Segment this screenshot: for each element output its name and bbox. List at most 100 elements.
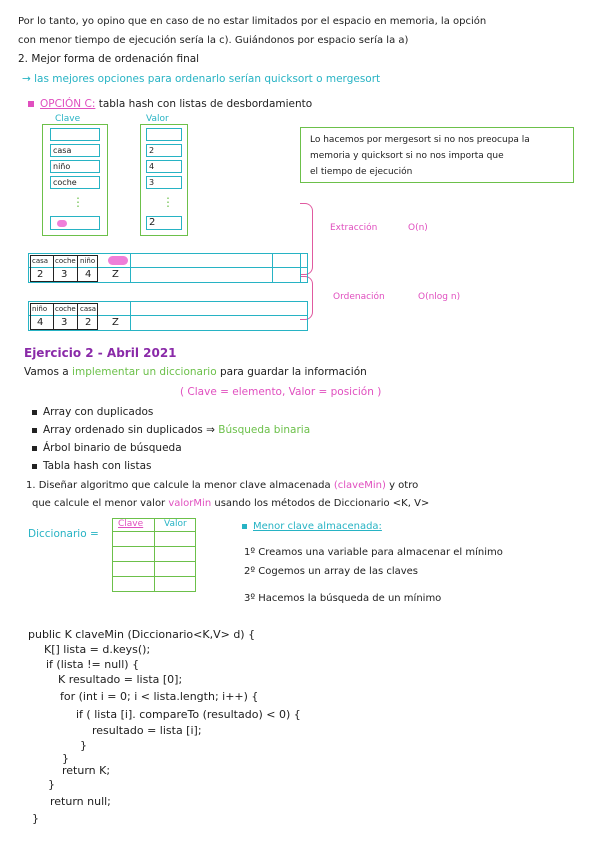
t1-pink-marker-icon [108,256,128,265]
pink-marker-icon [57,220,67,227]
note-line-1: Lo hacemos por mergesort si no nos preoc… [310,135,530,145]
code-line-13: } [32,812,39,825]
bullet-4: Tabla hash con listas [32,460,152,473]
col-clave: Clave [55,114,81,124]
table-2-inner-vline-1 [53,303,54,330]
table-2-divider [28,315,308,317]
ejercicio-line-1: Vamos a implementar un diccionario para … [24,366,367,379]
dicc-hline-4 [112,576,196,578]
code-line-2: K[] lista = d.keys(); [44,643,151,656]
question-1-line-1: 1. Diseñar algoritmo que calcule la meno… [26,479,418,492]
dicc-col-clave: Clave [118,519,144,529]
t1-h-0: casa [32,257,49,265]
table-1-vline-c [300,253,302,283]
pink-bullet-icon [28,101,34,107]
valor-cell-2: 4 [146,160,182,173]
t2-v-2: 2 [85,317,92,328]
steps-title-text: Menor clave almacenada: [253,521,382,532]
ordenacion-complexity: O(nlog n) [418,292,461,302]
code-line-9: } [62,752,69,765]
bullet-2: Array ordenado sin duplicados ⇒ Búsqueda… [32,424,310,437]
clave-key-coche: coche [53,178,77,187]
extraccion-complexity: O(n) [408,223,428,233]
formula-b: Valor = posición ) [288,386,382,398]
table-1-divider [28,267,308,269]
t2-v-3: Z [112,317,119,328]
code-line-11: } [48,778,55,791]
ordenacion-bracket [300,276,313,320]
cyan-bullet-icon [242,523,247,529]
code-line-12: return null; [50,795,111,808]
option-c-label: OPCIÓN C: [40,98,96,110]
q1-l1-a: 1. Diseñar algoritmo que calcule la meno… [26,480,331,491]
dicc-hline-1 [112,531,196,533]
code-line-7: resultado = lista [i]; [92,724,202,737]
clave-cell-casa: casa [50,144,100,157]
question-1-line-2: que calcule el menor valor valorMin usan… [32,497,429,510]
clave-column [42,124,108,236]
dicc-hline-3 [112,561,196,563]
clave-cell-last [50,216,100,230]
table-2-inner [30,303,98,330]
bullet-icon [32,445,37,451]
t2-h-0: niño [32,305,48,313]
clave-key-nino: niño [53,162,71,171]
q1-l2-c: usando los métodos de Diccionario <K, V> [214,498,430,509]
valor-last: 2 [149,217,156,228]
dicc-col-valor: Valor [164,519,187,529]
intro-line-1: Por lo tanto, yo opino que en caso de no… [18,16,487,27]
t1-v-3: Z [112,269,119,280]
code-line-10: return K; [62,764,111,777]
valor-column [140,124,188,236]
ej-line1-b: implementar un diccionario [72,366,217,378]
clave-cell-coche: coche [50,176,100,189]
bullet-1: Array con duplicados [32,406,153,419]
table-1-vline-a [130,253,132,283]
table-2-vline-a [130,301,132,331]
code-line-8: } [80,739,87,752]
bullet-2-text: Array ordenado sin duplicados ⇒ [43,424,215,436]
q1-l1-b: (claveMin) [333,480,386,491]
dicc-vline [154,518,156,592]
clave-cell-nino: niño [50,160,100,173]
step-2: 2º Cogemos un array de las claves [244,566,419,577]
code-line-4: K resultado = lista [0]; [58,673,183,686]
step-1: 1º Creamos una variable para almacenar e… [244,547,503,558]
extraccion-label: Extracción [330,223,378,233]
code-line-3: if (lista != null) { [46,658,140,671]
q1-l2-b: valorMin [168,498,212,509]
bullet-icon [32,409,37,415]
valor-3: 3 [149,178,155,187]
clave-key-casa: casa [53,146,72,155]
option-c-heading: OPCIÓN C: tabla hash con listas de desbo… [28,98,312,111]
bullet-3: Árbol binario de búsqueda [32,442,182,455]
note-line-2: memoria y quicksort si no nos importa qu… [310,151,504,161]
valor-cell-empty [146,128,182,141]
extraccion-bracket [300,203,313,275]
clave-dots: ⋮ [72,195,84,209]
bullet-icon [32,427,37,433]
t1-v-1: 3 [61,269,68,280]
bullet-icon [32,463,37,469]
heading-2: 2. Mejor forma de ordenación final [18,53,200,65]
option-c-text: tabla hash con listas de desbordamiento [98,98,313,110]
t1-v-0: 2 [37,269,44,280]
table-1-inner-vline-1 [53,255,54,282]
t2-h-1: coche [55,305,76,313]
diccionario-label: Diccionario = [28,528,99,540]
t2-v-1: 3 [61,317,68,328]
bullet-1-text: Array con duplicados [43,406,154,418]
ordenacion-label: Ordenación [333,292,385,302]
formula-a: ( Clave = elemento, [180,386,286,398]
t1-h-2: niño [80,257,96,265]
valor-2: 4 [149,162,155,171]
code-line-6: if ( lista [i]. compareTo (resultado) < … [76,708,301,721]
col-valor: Valor [146,114,169,124]
steps-title: Menor clave almacenada: [242,520,382,533]
intro-line-2: con menor tiempo de ejecución sería la c… [18,35,409,46]
table-1-inner [30,255,98,282]
valor-cell-last: 2 [146,216,182,230]
clave-cell-empty [50,128,100,141]
note-line-3: el tiempo de ejecución [310,167,413,177]
t1-h-1: coche [55,257,76,265]
